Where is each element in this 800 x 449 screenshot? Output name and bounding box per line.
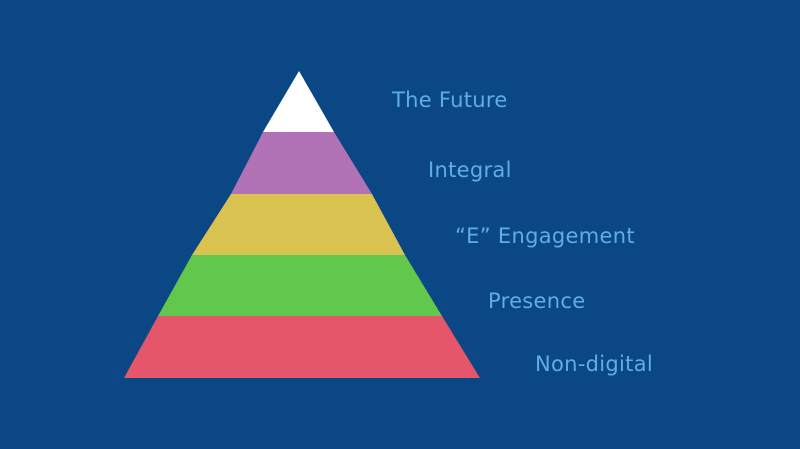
label-integral: Integral (428, 158, 512, 182)
pyramid-level-non-digital (124, 316, 480, 378)
label-presence: Presence (488, 289, 586, 313)
pyramid-level-the-future (263, 71, 334, 132)
pyramid-level-presence (158, 255, 442, 316)
pyramid-level-engagement (192, 194, 405, 255)
label-non-digital: Non-digital (535, 352, 654, 376)
pyramid-level-integral (231, 132, 372, 194)
label-engagement: “E” Engagement (455, 224, 635, 248)
label-the-future: The Future (392, 88, 508, 112)
